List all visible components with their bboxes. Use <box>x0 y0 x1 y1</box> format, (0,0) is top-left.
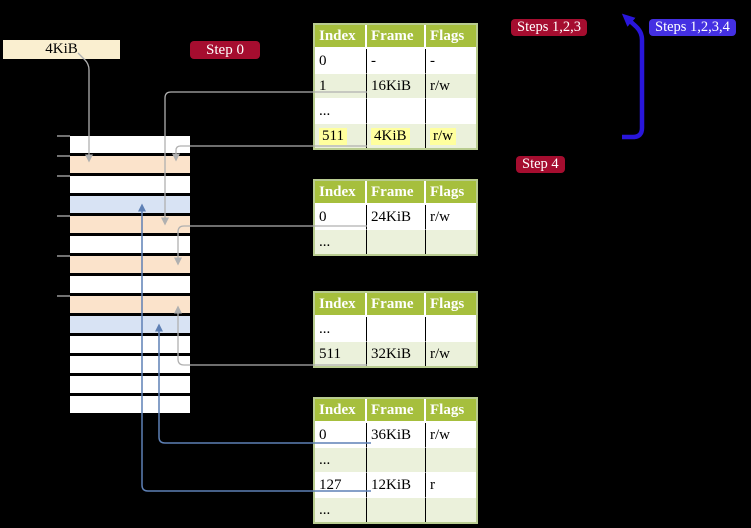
table-cell: 0 <box>315 49 367 74</box>
table-cell: ... <box>315 230 367 254</box>
column-header: Index <box>315 25 367 49</box>
column-header: Index <box>315 399 367 423</box>
strip-row-5-peach <box>70 216 190 236</box>
loop-back-arrow-arrow <box>621 13 645 140</box>
strip-row-1-white <box>70 136 190 156</box>
table-cell: 127 <box>315 473 367 498</box>
strip-row-13-white <box>70 376 190 396</box>
strip-row-14-white <box>70 396 190 416</box>
table-row: ... <box>315 230 476 254</box>
strip-row-2-peach <box>70 156 190 176</box>
table-cell <box>426 230 476 254</box>
column-header: Flags <box>426 293 476 317</box>
column-header: Flags <box>426 25 476 49</box>
strip-row-11-white <box>70 336 190 356</box>
table-row: ... <box>315 317 476 342</box>
step4-badge: Step 4 <box>516 156 565 173</box>
table-row: 511 4KiB r/w <box>315 124 476 148</box>
table-cell <box>367 99 426 124</box>
table-cell: - <box>367 49 426 74</box>
table-cell: ... <box>315 99 367 124</box>
table-cell <box>426 317 476 342</box>
step0-text: Step 0 <box>206 41 244 58</box>
frame-size-label: 4KiB <box>3 40 120 59</box>
table-cell: 16KiB <box>367 74 426 99</box>
table-cell: ... <box>315 317 367 342</box>
strip-row-7-peach <box>70 256 190 276</box>
strip-row-8-white <box>70 276 190 296</box>
table-cell: 511 <box>315 124 367 148</box>
table-cell: 36KiB <box>367 423 426 448</box>
column-header: Frame <box>367 293 426 317</box>
table-cell: r/w <box>426 423 476 448</box>
highlighted-value: 511 <box>319 127 347 145</box>
table-row: ... <box>315 99 476 124</box>
column-header: Index <box>315 293 367 317</box>
table-cell: 4KiB <box>367 124 426 148</box>
table-row: ... <box>315 448 476 473</box>
table-cell: ... <box>315 498 367 522</box>
strip-row-6-white <box>70 236 190 256</box>
table-cell: r/w <box>426 124 476 148</box>
table-cell: ... <box>315 448 367 473</box>
column-header: Index <box>315 181 367 205</box>
column-header: Flags <box>426 181 476 205</box>
strip-row-12-white <box>70 356 190 376</box>
strip-row-4-blue <box>70 196 190 216</box>
strip-row-10-blue <box>70 316 190 336</box>
highlighted-value: 4KiB <box>371 127 410 145</box>
step0-badge: Step 0 <box>190 41 260 59</box>
column-header: Frame <box>367 399 426 423</box>
highlighted-value: r/w <box>430 127 456 145</box>
table-cell: r/w <box>426 342 476 366</box>
table-cell: r <box>426 473 476 498</box>
table-cell: 0 <box>315 205 367 230</box>
table-cell: 0 <box>315 423 367 448</box>
table-cell: 511 <box>315 342 367 366</box>
column-header: Frame <box>367 25 426 49</box>
table-cell <box>426 498 476 522</box>
table-cell: 12KiB <box>367 473 426 498</box>
table-cell: 32KiB <box>367 342 426 366</box>
strip-row-9-peach <box>70 296 190 316</box>
table-cell <box>367 317 426 342</box>
table-cell <box>367 448 426 473</box>
memory-strip <box>70 136 190 416</box>
table-cell: 24KiB <box>367 205 426 230</box>
table-cell: r/w <box>426 205 476 230</box>
frame-size-text: 4KiB <box>45 41 78 57</box>
steps1234-badge: Steps 1,2,3,4 <box>649 19 736 36</box>
table-cell <box>426 99 476 124</box>
table-cell: - <box>426 49 476 74</box>
column-header: Frame <box>367 181 426 205</box>
table-row: ... <box>315 498 476 522</box>
steps123-text: Steps 1,2,3 <box>517 19 582 35</box>
steps1234-text: Steps 1,2,3,4 <box>655 19 730 35</box>
table-cell: r/w <box>426 74 476 99</box>
step4-text: Step 4 <box>522 156 559 172</box>
table-cell <box>367 498 426 522</box>
steps123-badge: Steps 1,2,3 <box>511 19 588 36</box>
table-cell <box>367 230 426 254</box>
column-header: Flags <box>426 399 476 423</box>
table-cell <box>426 448 476 473</box>
table-row: 0-- <box>315 49 476 74</box>
table-cell: 1 <box>315 74 367 99</box>
strip-row-3-white <box>70 176 190 196</box>
